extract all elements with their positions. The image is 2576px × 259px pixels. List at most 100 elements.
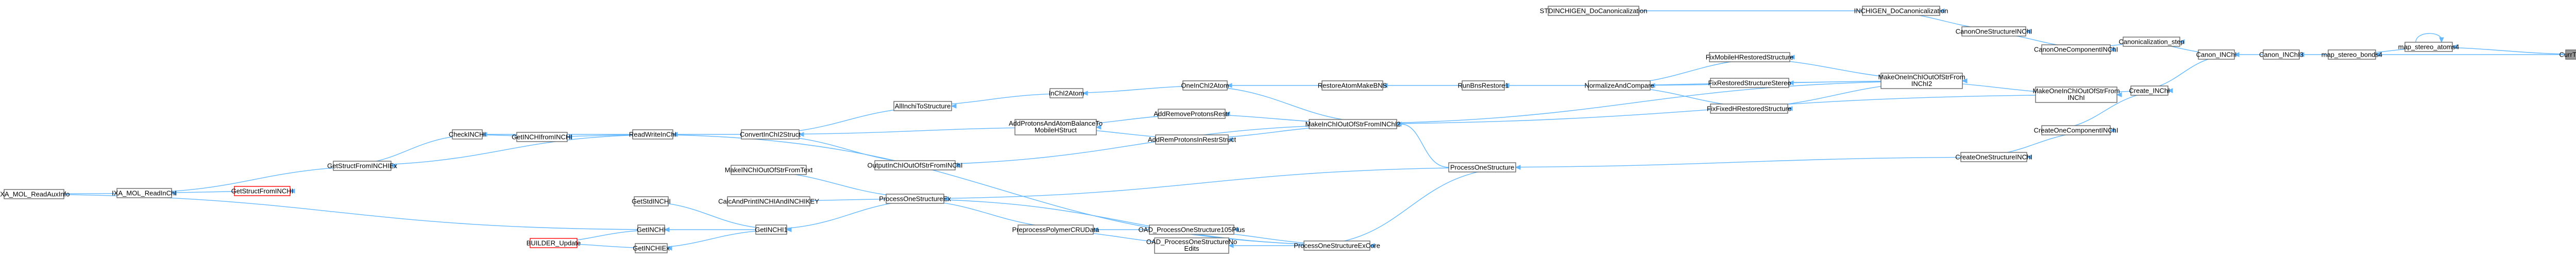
node-box [1155,134,1229,145]
node-get-inchifrom-inchi[interactable]: GetINCHIfromINCHI [512,132,572,142]
arrowhead [1787,106,1793,111]
edge-process-one-structure-ex-core-to-process-one-structure [1303,167,1520,246]
node-label: OutputInChIOutOfStrFromINChI [868,162,963,169]
arrowhead [1095,125,1101,130]
node-label: InChI2Atom [1049,90,1084,97]
node-box [2130,85,2168,96]
arrowhead [943,196,949,201]
node-curr-tree-get-pos[interactable]: CurrTreeGetPos [2560,49,2576,60]
node-create-one-component-inch-i[interactable]: CreateOneComponentINChI [2033,125,2119,135]
edge-get-struct-from-inchiex-to-read-write-in-ch-i [333,134,677,166]
arrowhead [2026,154,2032,160]
node-process-one-structure-ex[interactable]: ProcessOneStructureEx [879,194,951,204]
node-ixa-mol-read-in-ch-i[interactable]: IXA_MOL_ReadInChI [112,188,177,198]
node-fix-fixed-hrestored-structure[interactable]: FixFixedHRestoredStructure [1707,103,1791,114]
node-box [530,238,578,248]
node-label: CanonOneComponentINChI [2034,46,2118,54]
arrowhead [2025,29,2031,34]
node-label: GetINCHIfromINCHI [512,133,572,141]
node-make-inch-iout-of-str-from-text[interactable]: MakeINChIOutOfStrFromText [725,165,813,175]
node-box [755,225,787,235]
node-label: IXA_MOL_ReadAuxInfo [0,191,70,198]
edge-process-one-structure-to-create-one-structure-inch-i [1448,157,2031,168]
node-label: CalcAndPrintINCHIAndINCHIKEY [718,198,819,205]
node-box [1303,240,1370,251]
arrowhead [2451,44,2458,49]
node-inchigen-do-canonicalization[interactable]: INCHIGEN_DoCanonicalization [1854,6,1948,16]
arrowhead [672,132,678,137]
node-normalize-and-compare[interactable]: NormalizeAndCompare [1584,80,1654,91]
arrowhead [481,132,487,137]
node-label-line2: INChI [2067,94,2084,101]
node-label: STDINCHIGEN_DoCanonicalization [1540,7,1648,15]
node-preprocess-polymer-crudata[interactable]: PreprocessPolymerCRUData [1012,225,1099,235]
node-label: OAD_ProcessOneStructure105Plus [1139,226,1245,234]
node-stdinchigen-do-canonicalization[interactable]: STDINCHIGEN_DoCanonicalization [1540,6,1648,16]
node-fix-mobile-hrestored-structure[interactable]: FixMobileHRestoredStructure [1706,52,1794,62]
node-box [634,196,669,206]
node-label: INCHIGEN_DoCanonicalization [1854,7,1948,15]
arrowhead [1939,8,1945,13]
arrowhead [786,227,792,232]
node-process-one-structure[interactable]: ProcessOneStructure [1448,162,1516,172]
node-make-in-ch-iout-of-str-from-inch-i2[interactable]: MakeInChIOutOfStrFromINChI2 [1306,119,1401,129]
node-get-inchiex[interactable]: GetINCHIEx [633,243,670,253]
node-get-struct-from-inchi[interactable]: GetStructFromINCHI [231,186,294,196]
arrowhead [1396,122,1402,127]
edge-layer [4,8,2576,251]
node-box [1548,6,1639,16]
node-restore-atom-make-bns[interactable]: RestoreAtomMakeBNS [1318,80,1387,91]
node-canon-inch-i[interactable]: Canon_INChI [2196,49,2237,60]
node-canonicalization-step[interactable]: Canonicalization_step [2119,37,2184,47]
node-create-one-structure-inch-i[interactable]: CreateOneStructureINChI [1955,152,2032,162]
node-builder-update[interactable]: BUILDER_Update [527,238,581,248]
node-get-struct-from-inchiex[interactable]: GetStructFromINCHIEx [327,161,397,171]
arrowhead [566,134,572,140]
node-label: BUILDER_Update [527,239,581,247]
arrowhead [2167,88,2173,93]
arrowhead [1515,165,1521,170]
node-in-ch-i2-atom[interactable]: InChI2Atom [1049,88,1084,98]
node-label: GetINCHI1 [755,226,788,234]
node-box [1448,162,1516,172]
node-create-inch-i[interactable]: Create_INChI [2129,85,2170,96]
node-add-remove-protons-restr[interactable]: AddRemoveProtonsRestr [1154,109,1230,119]
node-oad-process-one-structure105-plus[interactable]: OAD_ProcessOneStructure105Plus [1139,225,1245,235]
node-calc-and-print-inchiand-inchikey[interactable]: CalcAndPrintINCHIAndINCHIKEY [718,196,819,206]
node-one-in-ch-i2-atom[interactable]: OneInChI2Atom [1181,80,1229,91]
node-convert-in-ch-i2-struct[interactable]: ConvertInChI2Struct [740,129,801,140]
arrowhead [1649,83,1655,88]
node-run-bns-restore1[interactable]: RunBnsRestore1 [1458,80,1509,91]
arrowhead [1082,91,1088,96]
node-box [2041,125,2111,135]
node-read-write-in-ch-i[interactable]: ReadWriteInChI [629,129,676,140]
node-ixa-mol-read-aux-info[interactable]: IXA_MOL_ReadAuxInfo [0,189,70,199]
arrowhead [390,163,396,168]
node-label: OneInChI2Atom [1181,82,1229,90]
node-process-one-structure-ex-core[interactable]: ProcessOneStructureExCore [1294,240,1380,251]
node-canon-inch-i3[interactable]: Canon_INChI3 [2259,49,2303,60]
node-all-inchi-to-structure[interactable]: AllInchiToStructure [893,101,952,111]
node-canon-one-component-inch-i[interactable]: CanonOneComponentINChI [2034,44,2118,55]
node-get-std-inchi[interactable]: GetStdINCHI [632,196,671,206]
arrowhead [171,191,177,196]
node-box [116,188,172,198]
node-fix-restored-structure-stereo[interactable]: FixRestoredStructureStereo [1708,78,1791,88]
node-map-stereo-atoms4[interactable]: map_stereo_atoms4 [2398,42,2460,52]
node-label: Canon_INChI3 [2259,51,2303,59]
node-get-inchi[interactable]: GetINCHI [637,225,666,235]
node-box [516,132,568,142]
node-map-stereo-bonds4[interactable]: map_stereo_bonds4 [2321,49,2383,60]
node-box [333,161,392,171]
node-output-in-ch-iout-of-str-from-inch-i[interactable]: OutputInChIOutOfStrFromINChI [868,160,963,170]
node-canon-one-structure-inch-i[interactable]: CanonOneStructureINChI [1956,26,2032,37]
node-box [1880,73,1963,89]
node-check-inchi[interactable]: CheckINCHI [449,129,486,140]
edge-make-in-ch-iout-of-str-from-inch-i2-to-make-one-in-ch-iout-of-str-from-inch-i2 [1309,80,1967,125]
node-add-rem-protons-in-restr-struct[interactable]: AddRemProtonsInRestrStruct [1148,134,1236,145]
node-get-inchi1[interactable]: GetINCHI1 [755,225,788,235]
